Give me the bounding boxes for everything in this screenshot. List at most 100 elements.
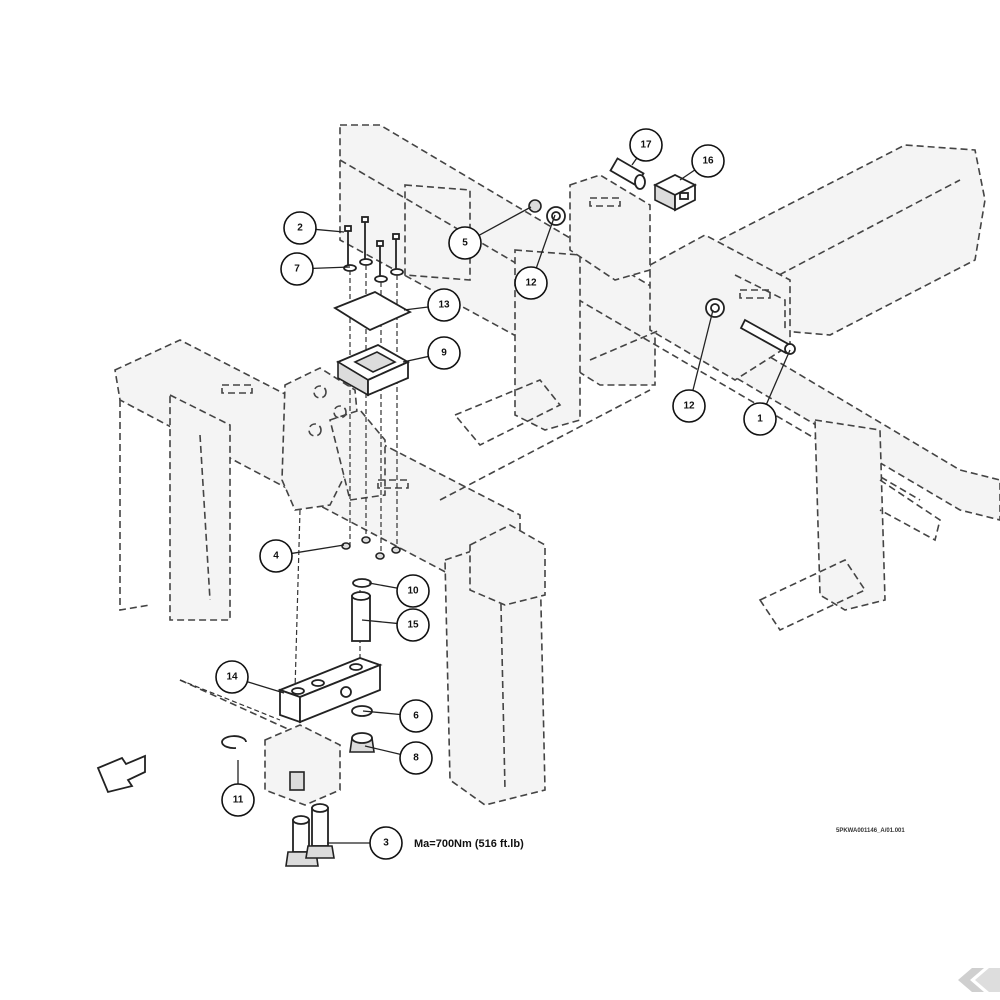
callout-circle (427, 288, 461, 322)
callout-circle (514, 266, 548, 300)
callout-5: 5 (448, 226, 482, 260)
callout-circle (369, 826, 403, 860)
callout-circle (396, 608, 430, 642)
callout-circle (215, 660, 249, 694)
nut-set-lower (341, 536, 401, 560)
leader-line-17 (631, 157, 638, 166)
callout-circle (396, 574, 430, 608)
torque-specification: Ma=700Nm (516 ft.lb) (414, 838, 524, 850)
leader-line-9 (402, 355, 429, 363)
beam-end-cap (469, 524, 546, 606)
leader-line-14 (247, 681, 285, 694)
pivot-block (336, 343, 410, 397)
callout-number: 3 (383, 838, 389, 849)
callout-circle (427, 336, 461, 370)
direction-arrow (96, 754, 146, 794)
callout-circle (221, 783, 255, 817)
callout-8: 8 (399, 741, 433, 775)
leader-line-12 (535, 214, 556, 269)
leader-line-10 (368, 582, 398, 589)
callout-4: 4 (259, 539, 293, 573)
callout-number: 14 (226, 672, 238, 683)
callout-7: 7 (280, 252, 314, 286)
leader-line-1 (765, 349, 791, 405)
leader-line-16 (679, 169, 696, 181)
callout-circle (399, 741, 433, 775)
callout-number: 2 (297, 223, 303, 234)
callout-circle (629, 128, 663, 162)
callout-9: 9 (427, 336, 461, 370)
pivot-pin (739, 318, 796, 355)
callout-number: 10 (407, 586, 419, 597)
callout-11: 11 (221, 783, 255, 817)
leader-line-6 (362, 710, 401, 716)
main-bolt (305, 803, 335, 859)
leader-line-5 (478, 206, 532, 236)
exploded-components (96, 157, 796, 867)
left-leg (169, 393, 231, 621)
bushing (351, 591, 371, 642)
washer-lower (351, 705, 373, 717)
callout-circle (283, 211, 317, 245)
callout-number: 17 (640, 140, 652, 151)
callout-number: 6 (413, 711, 419, 722)
callout-17: 17 (629, 128, 663, 162)
callout-number: 5 (462, 238, 468, 249)
callout-number: 4 (273, 551, 279, 562)
bottom-bracket (264, 724, 341, 867)
bolt-set-top (344, 216, 400, 278)
leader-line-4 (291, 544, 345, 555)
callout-number: 15 (407, 620, 419, 631)
leader-line-2 (315, 228, 345, 233)
callout-number: 7 (294, 264, 300, 275)
callout-circle (691, 144, 725, 178)
leader-line-7 (312, 266, 351, 270)
callout-3: 3 (369, 826, 403, 860)
washer-12-upper (546, 206, 566, 226)
callout-10: 10 (396, 574, 430, 608)
callout-13: 13 (427, 288, 461, 322)
callout-6: 6 (399, 699, 433, 733)
leader-line-12 (692, 309, 714, 391)
washer-upper-pin (352, 578, 372, 588)
circlip (221, 735, 247, 749)
callout-number: 1 (757, 414, 763, 425)
leader-line-15 (361, 619, 398, 625)
callout-circle (259, 539, 293, 573)
callout-number: 8 (413, 753, 419, 764)
callout-circle (672, 389, 706, 423)
headstock-plate-right (329, 409, 386, 501)
callout-16: 16 (691, 144, 725, 178)
callout-circle (399, 699, 433, 733)
leader-line-8 (364, 745, 401, 755)
callout-circle (743, 402, 777, 436)
leader-lines (237, 157, 791, 844)
callout-number: 9 (441, 348, 447, 359)
callout-1: 1 (743, 402, 777, 436)
callout-number: 16 (702, 156, 714, 167)
sleeve (609, 157, 646, 190)
spacer-block (652, 173, 698, 212)
clamp-bar (277, 657, 383, 724)
nut-lower (349, 732, 375, 753)
front-right-leg (444, 539, 546, 806)
callout-12: 12 (514, 266, 548, 300)
cover-plate (333, 291, 412, 332)
callout-12: 12 (672, 389, 706, 423)
callout-number: 12 (683, 401, 695, 412)
callout-15: 15 (396, 608, 430, 642)
drawing-identifier: 5PKWA001146_A/01.001 (836, 828, 905, 834)
corner-logo-icon (958, 968, 1000, 992)
right-vertical-post (814, 419, 886, 611)
nut-upper (528, 199, 542, 213)
callout-2: 2 (283, 211, 317, 245)
callout-circle (280, 252, 314, 286)
washer-12-lower (705, 298, 725, 318)
callout-circle (448, 226, 482, 260)
callout-number: 13 (438, 300, 450, 311)
leader-line-13 (403, 306, 429, 311)
callout-number: 12 (525, 278, 537, 289)
